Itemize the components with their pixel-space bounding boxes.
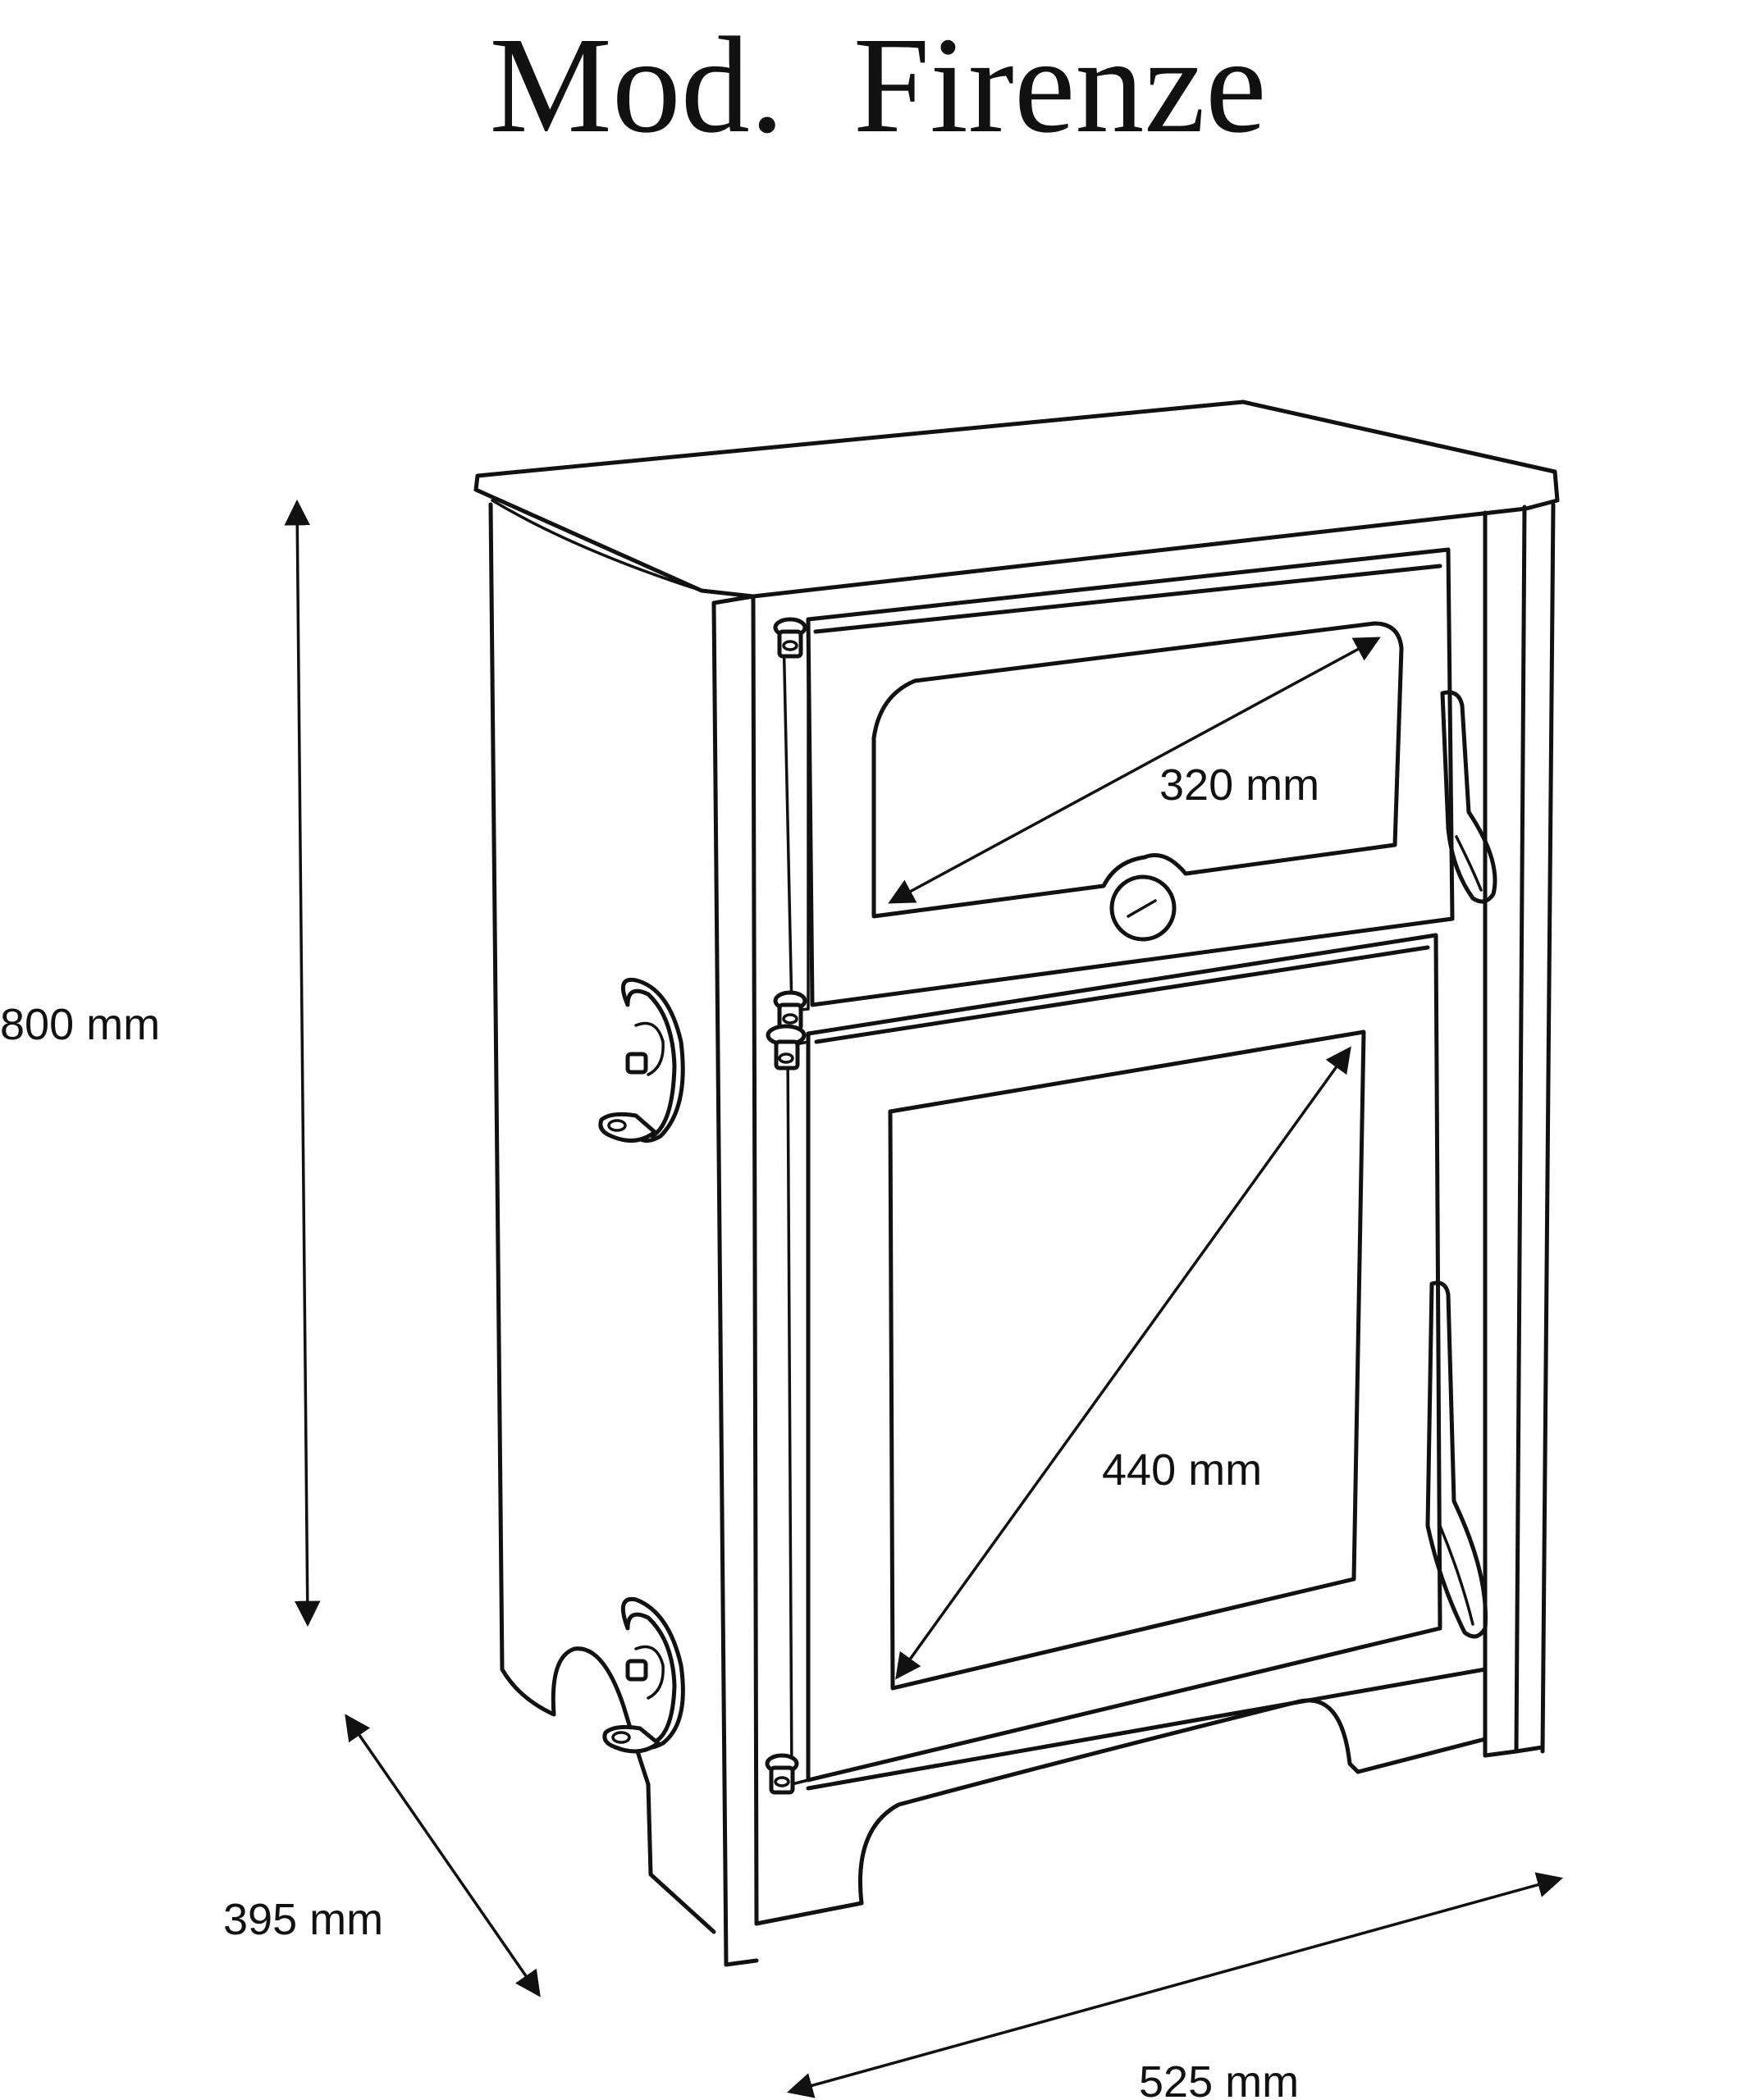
depth-dimension-label: 395 mm bbox=[223, 1895, 383, 1944]
oven-door-handle bbox=[1440, 690, 1497, 904]
hinges bbox=[765, 617, 807, 1795]
air-regulator-upper bbox=[598, 977, 685, 1144]
fire-door-window-dimension-label: 440 mm bbox=[1102, 1445, 1262, 1495]
fire-door-handle bbox=[1425, 1281, 1488, 1639]
height-dimension-arrow bbox=[284, 499, 321, 1628]
fire-door bbox=[786, 933, 1442, 1786]
fire-door-window-dimension-arrow bbox=[895, 1046, 1351, 1680]
oven-window-dimension-arrow bbox=[888, 637, 1381, 904]
model-title: Mod. Firenze bbox=[489, 9, 1266, 162]
oven-window-dimension-label: 320 mm bbox=[1159, 760, 1319, 810]
air-regulator-lower bbox=[602, 1596, 685, 1754]
hinge-bottom bbox=[765, 1753, 799, 1795]
stove-body bbox=[473, 399, 1560, 1967]
hinge-top bbox=[773, 617, 807, 659]
width-dimension-label: 525 mm bbox=[1139, 2057, 1299, 2100]
hinge-middle bbox=[766, 990, 807, 1071]
depth-dimension-arrow bbox=[345, 1714, 541, 1997]
height-dimension-label: 800 mm bbox=[0, 1000, 160, 1049]
width-dimension-arrow bbox=[786, 1872, 1564, 2098]
